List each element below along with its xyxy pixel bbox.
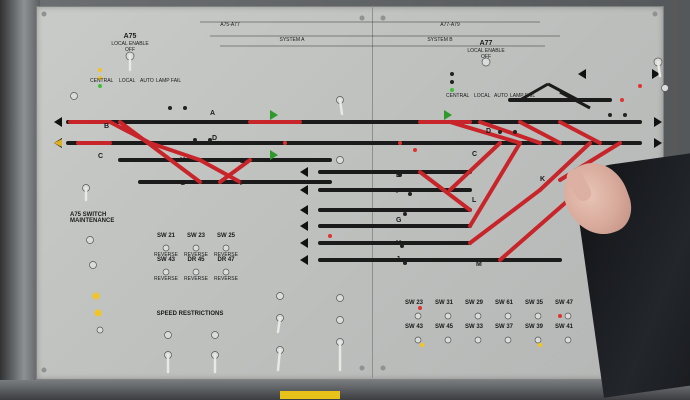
diverging-routes xyxy=(68,120,622,262)
switch-sw43-state: REVERSE xyxy=(154,276,178,282)
a77-mode-auto: AUTO xyxy=(494,93,508,99)
a75-mode-central: CENTRAL xyxy=(90,78,114,84)
a77-mode-central: CENTRAL xyxy=(446,93,470,99)
route-letter-h-left: H xyxy=(180,157,186,164)
system-a-label: SYSTEM A xyxy=(279,37,305,43)
route-letter-h-right: H xyxy=(396,240,402,247)
switch-maintenance-title: A75 SWITCH MAINTENANCE xyxy=(70,212,115,224)
switch-r4-label: SW 61 xyxy=(494,300,514,306)
route-letter-l-right: L xyxy=(472,197,477,204)
route-letter-m-right: M xyxy=(476,261,482,268)
switch-r2-label: SW 31 xyxy=(434,300,454,306)
location-a75-title: A75 xyxy=(123,33,137,40)
switch-r6-label: SW 47 xyxy=(554,300,574,306)
switch-dr47-label: DR 47 xyxy=(217,257,235,263)
switch-r5-label: SW 35 xyxy=(524,300,544,306)
route-letter-e-right: E xyxy=(396,172,401,179)
switch-r1-label: SW 23 xyxy=(404,300,424,306)
a75-mode-auto: AUTO xyxy=(140,78,154,84)
route-letter-d-left: D xyxy=(212,135,218,142)
location-a77-state: OFF xyxy=(481,54,491,60)
location-a77-sub: LOCAL ENABLE xyxy=(467,48,505,54)
green-arrows xyxy=(270,110,452,160)
left-circuit-label: A75-A77 xyxy=(220,22,240,28)
toggle-switches xyxy=(70,51,669,359)
route-letter-a: A xyxy=(210,110,216,117)
switch-sw23-label: SW 23 xyxy=(186,233,206,239)
switch-sw23-state: REVERSE xyxy=(184,252,208,258)
switch-sw25-state: REVERSE xyxy=(214,252,238,258)
switch-sw21-label: SW 21 xyxy=(156,233,176,239)
switch-r7-label: SW 43 xyxy=(404,324,424,330)
speed-restrictions-title: SPEED RESTRICTIONS xyxy=(156,311,224,317)
location-a77-title: A77 xyxy=(479,40,493,47)
route-letter-g-left: G xyxy=(180,180,186,187)
route-letter-d-right: D xyxy=(486,128,492,135)
location-a75-state: OFF xyxy=(125,47,135,53)
route-letter-f-right: F xyxy=(396,188,401,195)
route-letter-f-left: F xyxy=(240,180,245,187)
right-circuit-label: A77-A79 xyxy=(440,22,460,28)
a75-mode-lamp-fail: LAMP FAIL xyxy=(156,78,182,84)
a77-mode-local: LOCAL xyxy=(474,93,491,99)
switch-r9-label: SW 33 xyxy=(464,324,484,330)
location-a75-sub: LOCAL ENABLE xyxy=(111,41,149,47)
yellow-arrows xyxy=(54,139,62,147)
route-letter-g-right: G xyxy=(396,217,402,224)
switch-dr45-state: REVERSE xyxy=(184,276,208,282)
a75-mode-local: LOCAL xyxy=(119,78,136,84)
switch-r12-label: SW 41 xyxy=(554,324,574,330)
route-letter-j-right: J xyxy=(396,256,400,263)
switch-r11-label: SW 39 xyxy=(524,324,544,330)
wye-junction xyxy=(519,82,591,110)
switch-r10-label: SW 37 xyxy=(494,324,514,330)
cabinet-sill xyxy=(0,380,690,400)
route-letter-c-right: C xyxy=(472,151,478,158)
yellow-tape xyxy=(280,391,340,399)
route-letter-k-right: K xyxy=(540,176,546,183)
system-bus-lines xyxy=(200,21,560,47)
switch-sw25-label: SW 25 xyxy=(216,233,236,239)
main-tracks xyxy=(66,98,642,262)
switch-r3-label: SW 29 xyxy=(464,300,484,306)
route-letter-b: B xyxy=(104,123,110,130)
a77-mode-lamp-fail: LAMP FAIL xyxy=(510,93,536,99)
switch-dr45-label: DR 45 xyxy=(187,257,205,263)
switch-r8-label: SW 45 xyxy=(434,324,454,330)
indicator-lamps xyxy=(92,68,663,348)
switch-dr47-state: REVERSE xyxy=(214,276,238,282)
system-b-label: SYSTEM B xyxy=(427,37,453,43)
route-letter-c-left: C xyxy=(98,153,104,160)
route-letter-e-left: E xyxy=(240,158,245,165)
switch-sw43-label: SW 43 xyxy=(156,257,176,263)
cabinet-door-frame xyxy=(0,0,40,400)
switch-sw21-state: REVERSE xyxy=(154,252,178,258)
